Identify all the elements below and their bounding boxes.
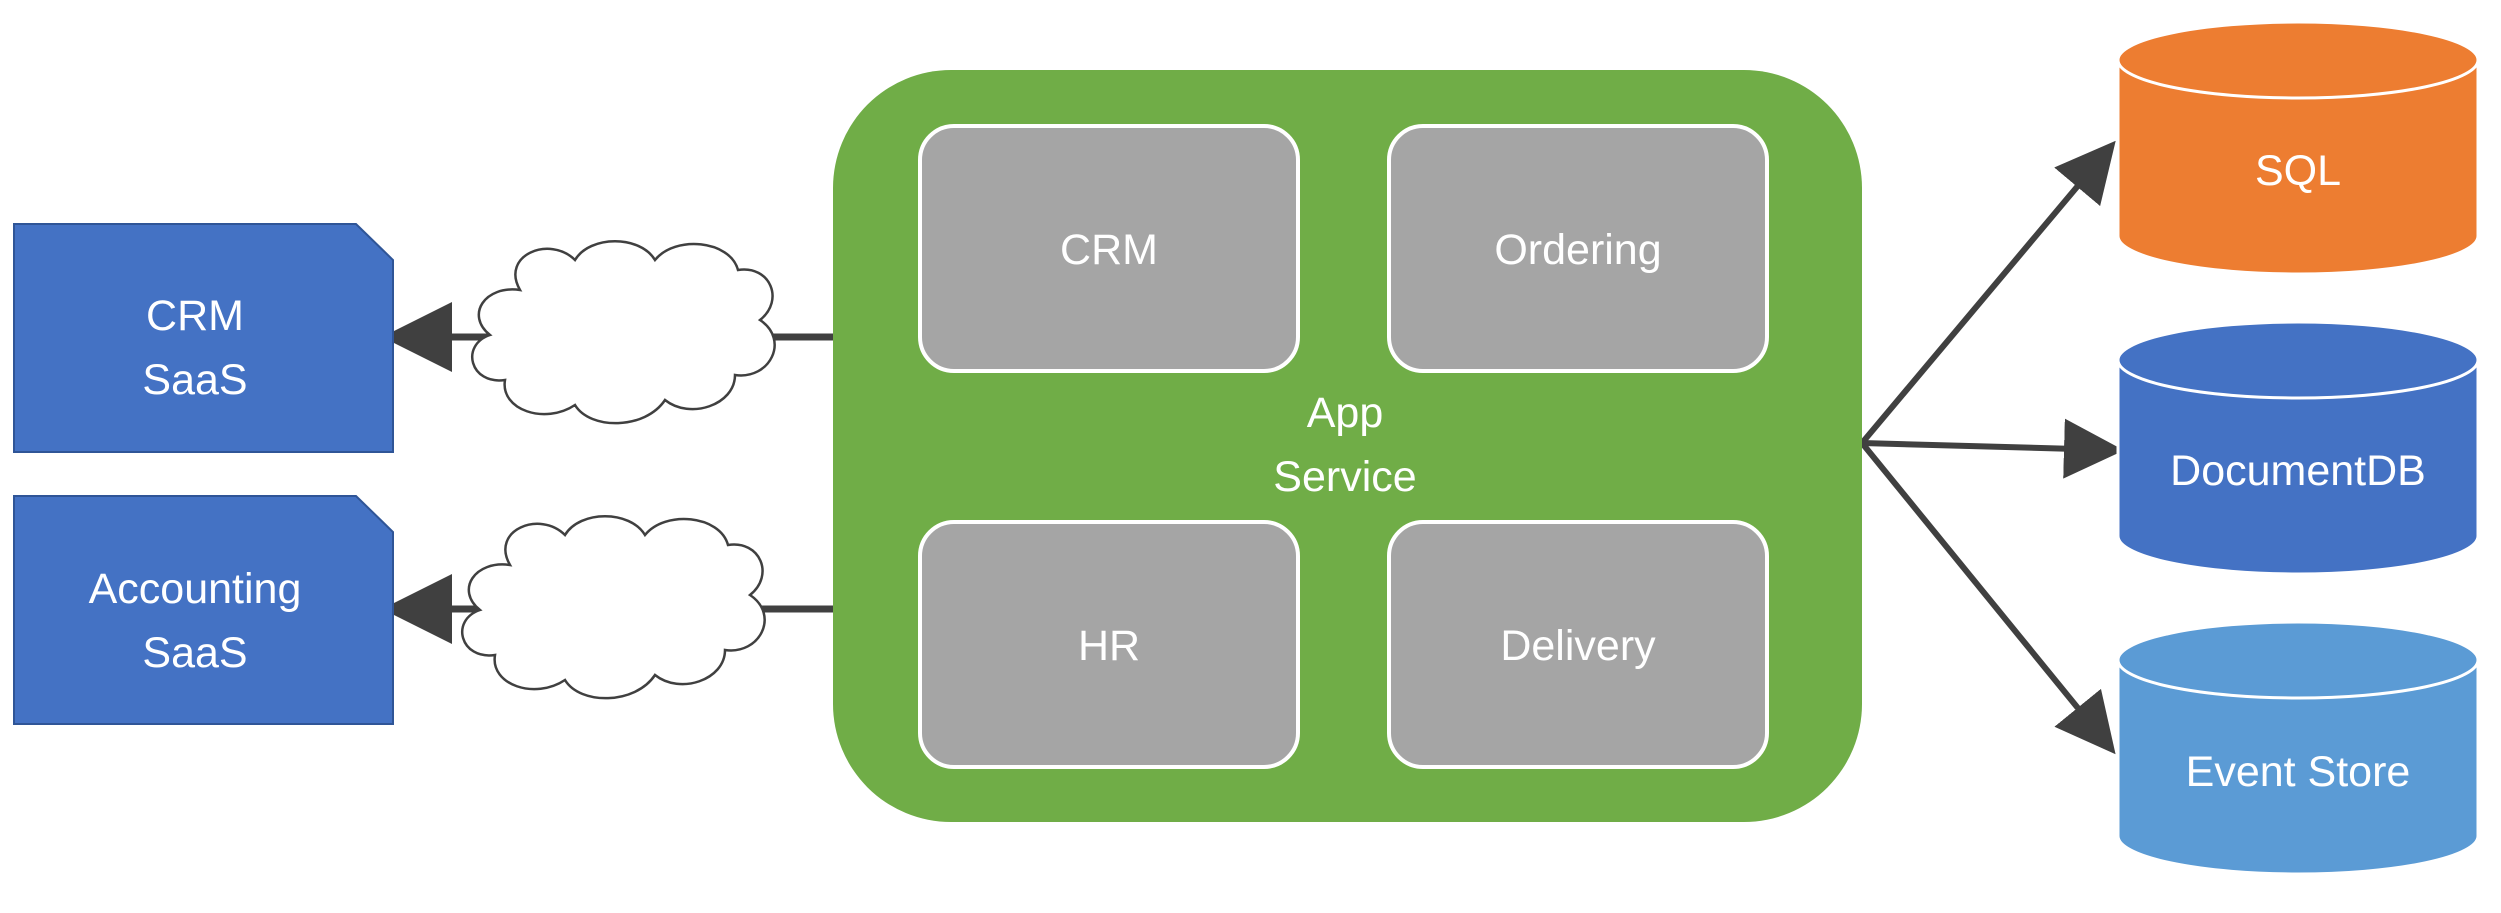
internet-cloud-icon [461, 515, 766, 700]
crm-saas-label-line1: CRM [146, 292, 244, 340]
event-store-label: Event Store [2186, 748, 2411, 796]
crm-saas-node: CRM SaaS [13, 223, 394, 453]
connector-to-sql [1859, 140, 2116, 445]
documentdb-database-node: DocumentDB [2116, 320, 2480, 576]
module-hr: HR [918, 520, 1300, 769]
crm-saas-label-line2: SaaS [142, 356, 247, 404]
module-ordering: Ordering [1387, 124, 1769, 373]
module-delivery: Delivery [1387, 520, 1769, 769]
internet-cloud-icon [471, 240, 776, 425]
database-icon [2116, 658, 2480, 876]
accounting-saas-shape [13, 495, 394, 725]
app-service-label-line1: App [1307, 389, 1384, 437]
connector-to-documentdb [1861, 418, 2124, 479]
documentdb-label: DocumentDB [2170, 447, 2426, 495]
event-store-database-node: Event Store [2116, 620, 2480, 876]
database-icon [2116, 358, 2480, 576]
module-crm-label: CRM [1060, 226, 1158, 274]
module-delivery-label: Delivery [1500, 622, 1656, 670]
connector-to-event-store [1859, 441, 2116, 755]
database-icon [2116, 58, 2480, 276]
app-service-label-line2: Service [1273, 453, 1416, 501]
accounting-saas-label-line2: SaaS [142, 629, 247, 677]
sql-database-node: SQL [2116, 20, 2480, 276]
accounting-saas-label-line1: Accounting [89, 565, 302, 613]
module-hr-label: HR [1078, 622, 1140, 670]
sql-label: SQL [2255, 147, 2341, 195]
crm-saas-shape [13, 223, 394, 453]
module-crm: CRM [918, 124, 1300, 373]
module-ordering-label: Ordering [1494, 226, 1661, 274]
